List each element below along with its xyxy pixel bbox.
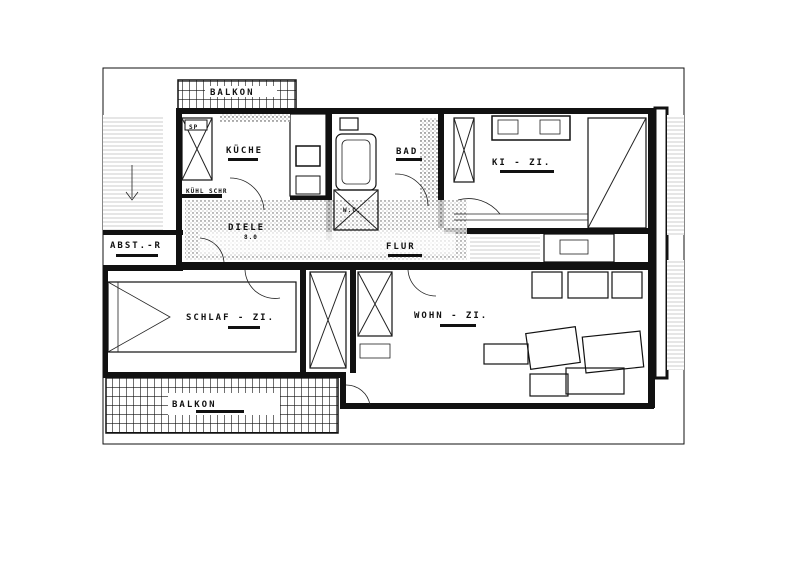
balcony-top-area [177, 79, 297, 111]
bedroom-label: SCHLAF - ZI. [186, 313, 275, 323]
bedroom-fixtures [107, 269, 347, 369]
hall-sub-label: 8.0 [244, 234, 258, 241]
kitchen-small-label: KÜHL SCHR [186, 188, 228, 195]
door-swings [199, 173, 501, 263]
balcony-bottom-label: BALKON [172, 400, 217, 410]
stairs-left [103, 115, 163, 235]
interior-walls [182, 108, 650, 374]
balcony-bottom-area [105, 376, 339, 434]
child-room-fixtures [453, 115, 647, 263]
living-room-label: WOHN - ZI. [414, 311, 488, 321]
pantry-label: SP [189, 124, 198, 131]
exterior-walls [103, 108, 655, 409]
wc-label: W.C. [343, 207, 361, 214]
child-room-label: KI - ZI. [492, 158, 551, 168]
kitchen-label: KÜCHE [226, 145, 263, 156]
living-room-fixtures [345, 269, 645, 406]
area-marks [116, 158, 554, 413]
bath-fixtures [333, 117, 438, 231]
corridor-label: FLUR [386, 242, 416, 252]
storage-label: ABST.-R [110, 241, 162, 251]
hall-label: DIELE [228, 223, 265, 233]
shaft-right [653, 106, 684, 380]
bath-label: BAD [396, 147, 418, 157]
balcony-top-label: BALKON [210, 88, 255, 98]
kitchen-fixtures [181, 113, 327, 197]
